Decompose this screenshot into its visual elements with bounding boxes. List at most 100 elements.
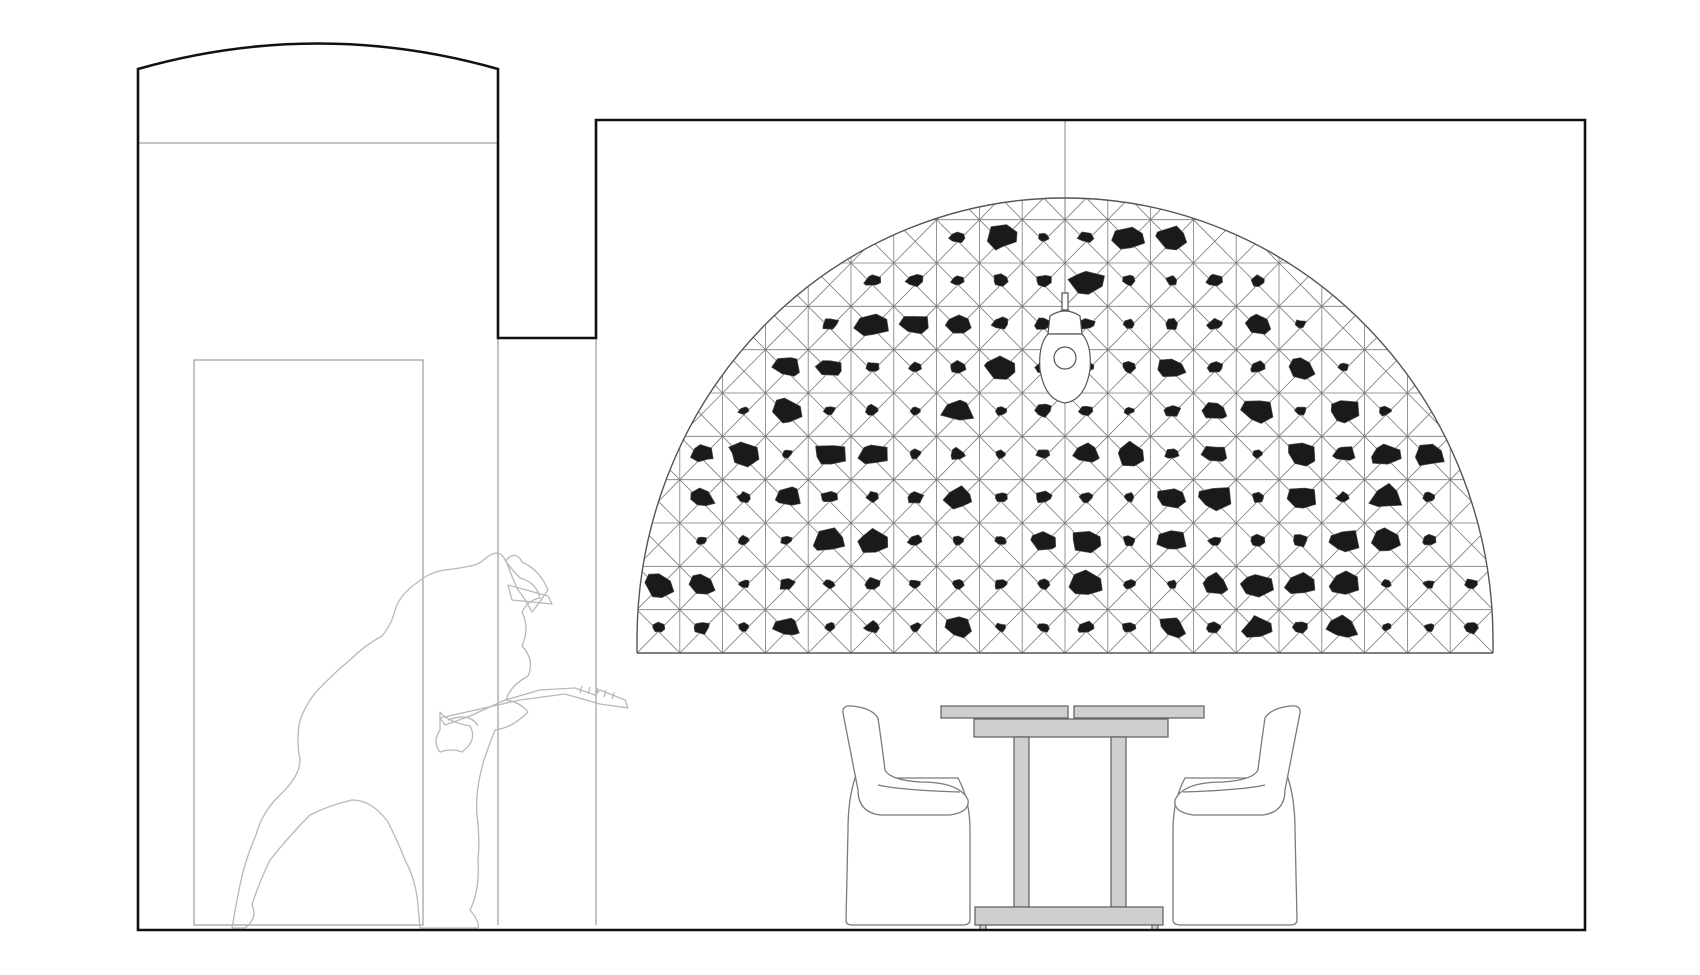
lattice-diagonal-line: [722, 349, 766, 394]
rock-cluster: [1288, 357, 1316, 380]
rock-cluster: [1380, 578, 1392, 588]
rock-cluster: [1036, 274, 1052, 288]
rock-cluster: [1068, 569, 1103, 595]
table-apron: [973, 718, 1169, 738]
rock-cluster: [771, 617, 800, 636]
rock-cluster: [865, 490, 879, 504]
rock-cluster: [1294, 319, 1307, 329]
rock-cluster: [1250, 533, 1266, 547]
chair-right-shell: [1174, 705, 1301, 816]
rock-cluster: [1252, 491, 1265, 503]
rock-cluster: [774, 486, 801, 506]
rock-cluster: [822, 579, 836, 590]
rock-cluster: [1288, 442, 1316, 467]
rock-cluster: [652, 621, 666, 633]
lattice-diagonal-line: [979, 198, 1023, 220]
rock-cluster: [781, 449, 793, 459]
rock-cluster: [1325, 614, 1359, 638]
lattice-diagonal-line: [1021, 198, 1066, 220]
rock-cluster: [1157, 488, 1187, 509]
rock-cluster: [1123, 535, 1136, 547]
rock-cluster: [1381, 622, 1392, 632]
lattice-diagonal-line: [722, 566, 766, 610]
lattice-diagonal-line: [765, 522, 809, 567]
rock-cluster: [693, 622, 710, 635]
rock-cluster: [820, 490, 839, 503]
rock-cluster: [864, 576, 881, 590]
lattice-diagonal-line: [679, 522, 723, 567]
rock-cluster: [1422, 491, 1436, 503]
rock-cluster: [904, 273, 924, 288]
rock-cluster: [1205, 273, 1223, 287]
rock-cluster: [1067, 270, 1105, 295]
rock-cluster: [1077, 620, 1095, 633]
rock-cluster: [864, 403, 879, 416]
rock-cluster: [737, 406, 750, 415]
rock-cluster: [1123, 406, 1135, 416]
rock-cluster: [1035, 449, 1051, 459]
lattice-diagonal-line: [807, 262, 852, 307]
lamp-canopy: [1061, 292, 1069, 311]
chair-right-seam: [1182, 784, 1266, 793]
lattice-diagonal-line: [1321, 349, 1365, 394]
rock-cluster: [994, 622, 1007, 633]
rock-cluster: [1252, 449, 1263, 459]
rock-cluster: [1077, 405, 1094, 417]
rock-cluster: [1202, 571, 1229, 595]
rock-cluster: [942, 485, 973, 510]
lattice-diagonal-line: [1150, 198, 1194, 220]
guitar-body: [435, 711, 474, 753]
rock-cluster: [947, 231, 966, 244]
rock-cluster: [1240, 615, 1273, 638]
rock-cluster: [1424, 623, 1435, 633]
rock-cluster: [949, 275, 965, 286]
rock-cluster: [1240, 400, 1274, 424]
rock-cluster: [1165, 317, 1178, 330]
rock-cluster: [1422, 533, 1437, 546]
lattice-diagonal-line: [979, 198, 1023, 220]
lattice-diagonal-line: [722, 392, 766, 437]
rock-cluster: [1122, 360, 1137, 375]
table-leg-right: [1110, 736, 1127, 908]
rock-cluster: [1156, 530, 1187, 550]
lamp-bulb: [1053, 346, 1077, 370]
figure-body: [231, 552, 541, 929]
rock-cluster: [1035, 490, 1053, 504]
rock-cluster: [1207, 536, 1222, 546]
rock-cluster: [780, 535, 793, 545]
rock-cluster: [950, 359, 967, 374]
rock-cluster: [738, 621, 750, 632]
rock-cluster: [1037, 578, 1051, 591]
rock-cluster: [990, 316, 1009, 330]
rock-cluster: [1078, 492, 1094, 504]
guitarist-figure: [231, 552, 629, 929]
lattice-diagonal-line: [1064, 198, 1109, 220]
rock-cluster: [1370, 527, 1402, 552]
rock-cluster: [907, 361, 922, 373]
rock-cluster: [908, 579, 921, 589]
chair-left-seam: [877, 784, 961, 793]
table-top-right: [1073, 705, 1205, 719]
rock-cluster: [1201, 402, 1228, 419]
rock-cluster: [814, 360, 842, 376]
rock-cluster: [853, 313, 889, 337]
rock-cluster: [1334, 491, 1350, 503]
rock-cluster: [1464, 578, 1478, 590]
rock-cluster: [1123, 492, 1135, 503]
table-foot: [974, 906, 1164, 926]
rock-cluster: [1331, 446, 1356, 461]
rock-cluster: [940, 399, 975, 421]
chair-left-shell: [842, 705, 969, 816]
rock-cluster: [737, 579, 750, 588]
guitar-neck: [439, 687, 629, 726]
lattice-diagonal-line: [1107, 198, 1151, 220]
rock-cluster: [994, 536, 1007, 545]
rock-cluster-group: [644, 224, 1479, 639]
rock-cluster: [644, 573, 675, 599]
rock-cluster: [1371, 443, 1402, 465]
rock-cluster: [1463, 622, 1479, 635]
rock-cluster: [994, 579, 1008, 590]
lattice-diagonal-line: [1107, 392, 1151, 437]
lattice-diagonal-line: [1364, 609, 1408, 653]
lattice-diagonal-line: [936, 198, 980, 220]
